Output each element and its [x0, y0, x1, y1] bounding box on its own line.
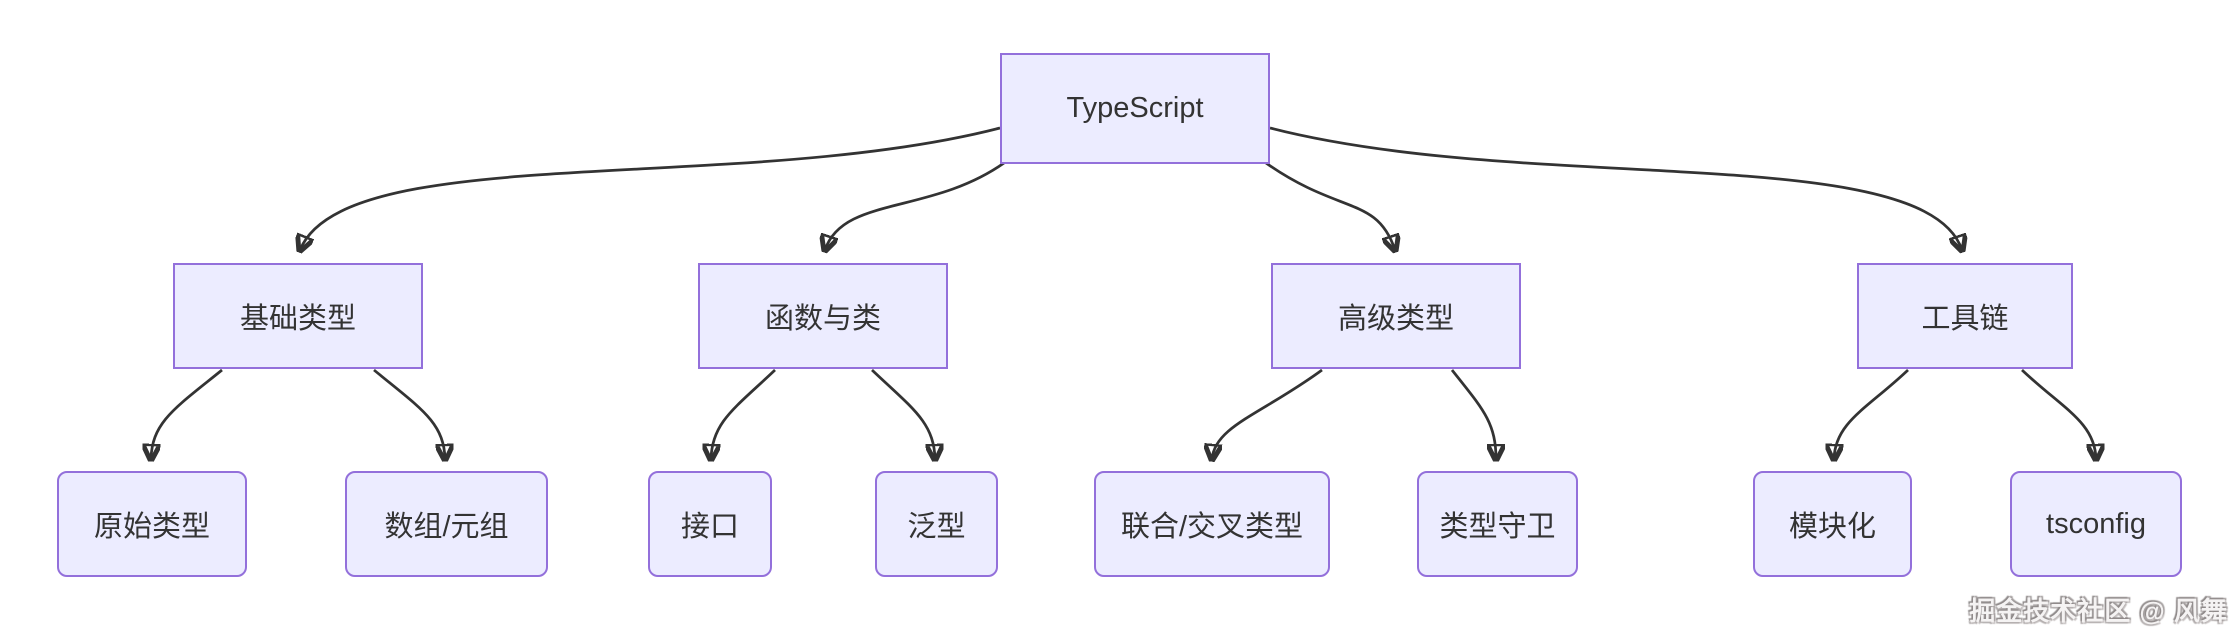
edge-advanced-guards [1450, 369, 1496, 459]
edge-root-basics [300, 126, 1001, 250]
node-array-tuple-label: 数组/元组 [384, 511, 509, 543]
watermark: 掘金技术社区 @ 风舞 [1969, 596, 2228, 626]
node-basic-types-label: 基础类型 [239, 303, 356, 335]
node-typescript: TypeScript [1000, 53, 1270, 164]
node-typescript-label: TypeScript [1066, 92, 1204, 124]
node-interface: 接口 [648, 471, 772, 577]
node-toolchain: 工具链 [1857, 263, 2073, 369]
node-type-guards-label: 类型守卫 [1439, 511, 1556, 543]
node-interface-label: 接口 [680, 511, 739, 543]
edge-root-advanced [1265, 161, 1395, 250]
edge-advanced-union [1212, 368, 1323, 459]
edge-toolchain-modules [1834, 369, 1909, 459]
edge-functions-generics [871, 369, 935, 459]
node-primitive-types-label: 原始类型 [93, 511, 210, 543]
node-union-intersection: 联合/交叉类型 [1094, 471, 1330, 577]
node-advanced-types: 高级类型 [1271, 263, 1521, 369]
node-union-intersection-label: 联合/交叉类型 [1120, 511, 1304, 543]
edge-root-toolchain [1269, 126, 1962, 250]
node-modularization-label: 模块化 [1788, 511, 1876, 543]
edge-toolchain-tsconfig [2021, 369, 2096, 459]
edge-functions-interfaces [711, 369, 776, 459]
node-tsconfig-label: tsconfig [2046, 507, 2146, 540]
node-generics: 泛型 [875, 471, 998, 577]
node-type-guards: 类型守卫 [1417, 471, 1578, 577]
node-modularization: 模块化 [1753, 471, 1912, 577]
node-generics-label: 泛型 [907, 511, 966, 543]
node-toolchain-label: 工具链 [1921, 303, 2009, 335]
node-basic-types: 基础类型 [173, 263, 423, 369]
edge-basics-primitives [151, 368, 223, 459]
node-advanced-types-label: 高级类型 [1337, 303, 1454, 335]
node-array-tuple: 数组/元组 [345, 471, 548, 577]
node-primitive-types: 原始类型 [57, 471, 247, 577]
node-tsconfig: tsconfig [2010, 471, 2182, 577]
node-functions-classes: 函数与类 [698, 263, 948, 369]
node-functions-classes-label: 函数与类 [764, 303, 881, 335]
edge-basics-arrays [373, 368, 445, 459]
edge-root-functions [825, 161, 1005, 250]
